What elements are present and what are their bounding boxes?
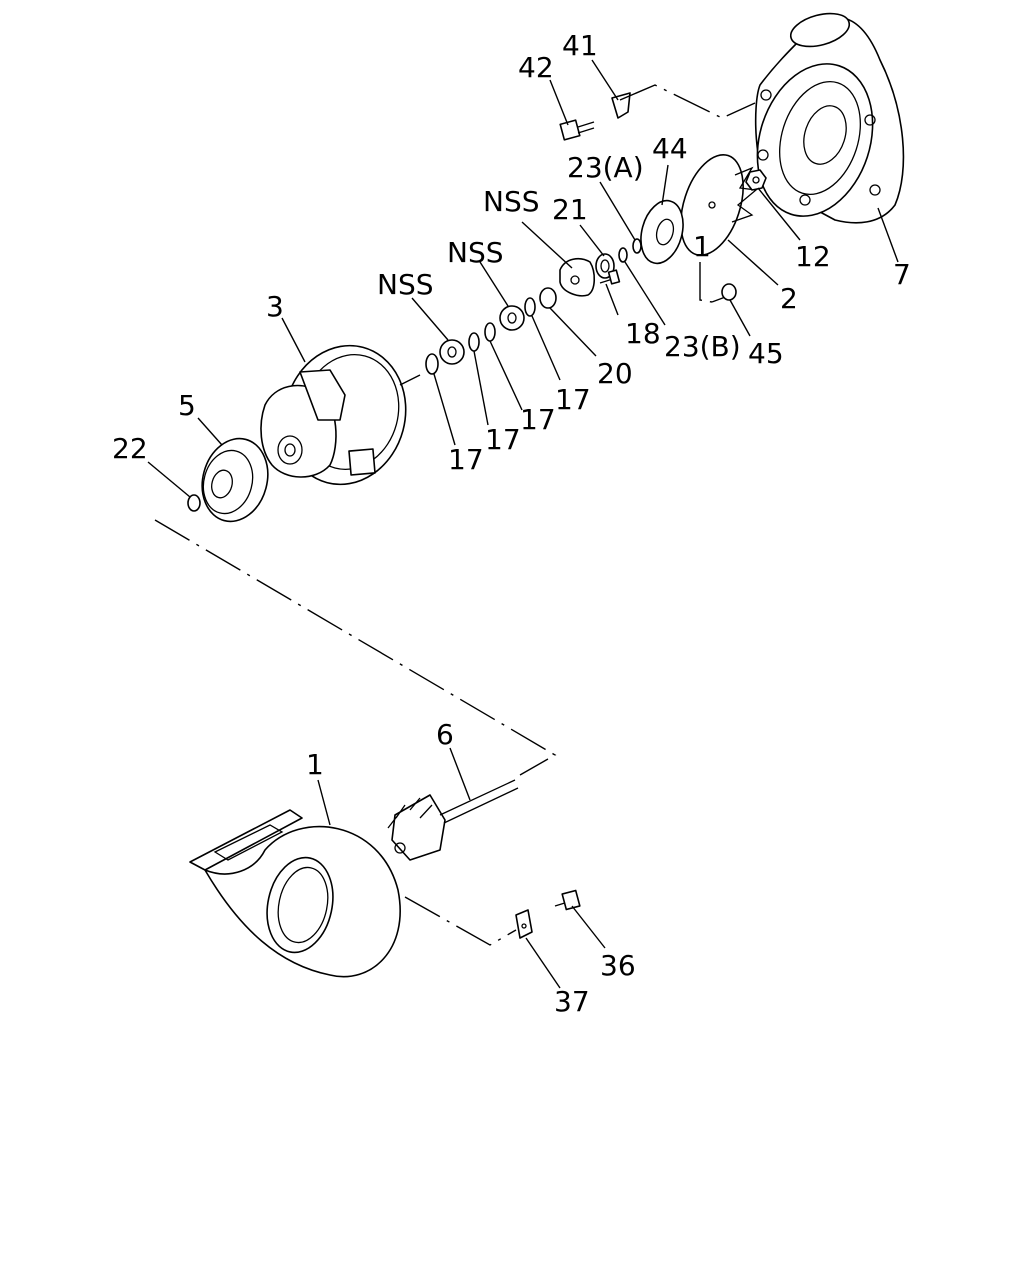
assembly-line-turbine xyxy=(404,896,517,946)
callout-nss-1: NSS xyxy=(377,268,434,301)
leader-nss-1 xyxy=(411,297,449,341)
leader-36 xyxy=(571,905,606,949)
callout-21: 21 xyxy=(552,193,588,226)
callout-12: 12 xyxy=(795,240,831,273)
part-bolt-42 xyxy=(559,119,595,141)
leader-nss-2 xyxy=(479,261,509,307)
assembly-line-shaft xyxy=(154,519,557,776)
leader-41 xyxy=(591,59,619,101)
part-snap-ring-17c xyxy=(484,322,496,342)
part-turbine-shaft xyxy=(387,779,519,861)
part-compressor-housing xyxy=(754,12,905,224)
part-back-plate xyxy=(640,199,684,265)
leader-42 xyxy=(549,79,569,126)
part-clip-plate xyxy=(611,92,631,119)
callout-36: 36 xyxy=(600,949,636,982)
callout-1: 1 xyxy=(306,748,324,781)
callout-44: 44 xyxy=(652,132,688,165)
leader-5 xyxy=(197,417,223,446)
assembly-line-bearing xyxy=(399,374,421,386)
part-bearing-nss-2 xyxy=(499,305,525,331)
callout-42: 42 xyxy=(518,51,554,84)
part-seal-plate xyxy=(201,437,269,523)
part-thrust-ring-20 xyxy=(539,287,557,309)
leader-18 xyxy=(605,283,619,316)
leader-12 xyxy=(757,187,801,241)
callout-23a: 23(A) xyxy=(567,151,644,184)
leader-6 xyxy=(449,747,471,801)
callout-20: 20 xyxy=(597,357,633,390)
leader-23a xyxy=(599,181,636,241)
part-bearing-housing xyxy=(260,344,407,486)
callout-45: 45 xyxy=(748,337,784,370)
part-o-ring-22 xyxy=(187,494,201,512)
callout-17b: 17 xyxy=(485,423,521,456)
leader-3 xyxy=(281,317,306,363)
part-bearing-nss-1 xyxy=(439,339,465,365)
leader-21 xyxy=(579,224,605,257)
leader-17b xyxy=(473,350,489,426)
leader-23b xyxy=(624,261,666,326)
leader-22 xyxy=(147,461,191,498)
leader-44 xyxy=(661,164,669,206)
leader-2 xyxy=(727,239,779,286)
callout-17c: 17 xyxy=(520,403,556,436)
leader-37 xyxy=(525,937,561,989)
part-bolt-36 xyxy=(554,889,581,911)
callout-17d: 17 xyxy=(555,383,591,416)
leader-20 xyxy=(549,307,597,357)
callout-23b: 23(B) xyxy=(664,330,741,363)
part-snap-ring-17a xyxy=(425,353,439,375)
part-nut xyxy=(745,169,767,191)
leader-17d xyxy=(531,315,561,381)
callout-7: 7 xyxy=(893,258,911,291)
callout-41: 41 xyxy=(562,29,598,62)
part-screw-18 xyxy=(599,269,621,285)
callout-18: 18 xyxy=(625,317,661,350)
callout-3: 3 xyxy=(266,290,284,323)
leader-nss-3 xyxy=(521,221,573,269)
callout-5: 5 xyxy=(178,389,196,422)
assembly-line-compressor xyxy=(619,84,756,119)
callout-6: 6 xyxy=(436,718,454,751)
part-seal-23b xyxy=(618,247,628,263)
callout-2: 2 xyxy=(780,282,798,315)
part-plate-37 xyxy=(515,909,533,939)
leader-7 xyxy=(877,207,899,263)
part-snap-ring-17d xyxy=(524,297,536,317)
part-snap-ring-17b xyxy=(468,332,480,352)
leader-45 xyxy=(729,299,751,337)
leader-17a xyxy=(433,373,456,446)
callout-nss-3: NSS xyxy=(483,185,540,218)
callout-17a: 17 xyxy=(448,443,484,476)
callout-22: 22 xyxy=(112,432,148,465)
part-screw-45 xyxy=(711,283,737,303)
leader-17c xyxy=(489,340,523,411)
part-seal-23a xyxy=(632,238,642,254)
callout-nss-2: NSS xyxy=(447,236,504,269)
assembly-line-screw-45 xyxy=(699,262,713,303)
part-nss-plate xyxy=(559,257,596,297)
callout-37: 37 xyxy=(554,985,590,1018)
leader-1 xyxy=(317,779,331,826)
part-turbine-housing xyxy=(189,809,401,978)
callout-1-small: 1 xyxy=(693,230,711,263)
